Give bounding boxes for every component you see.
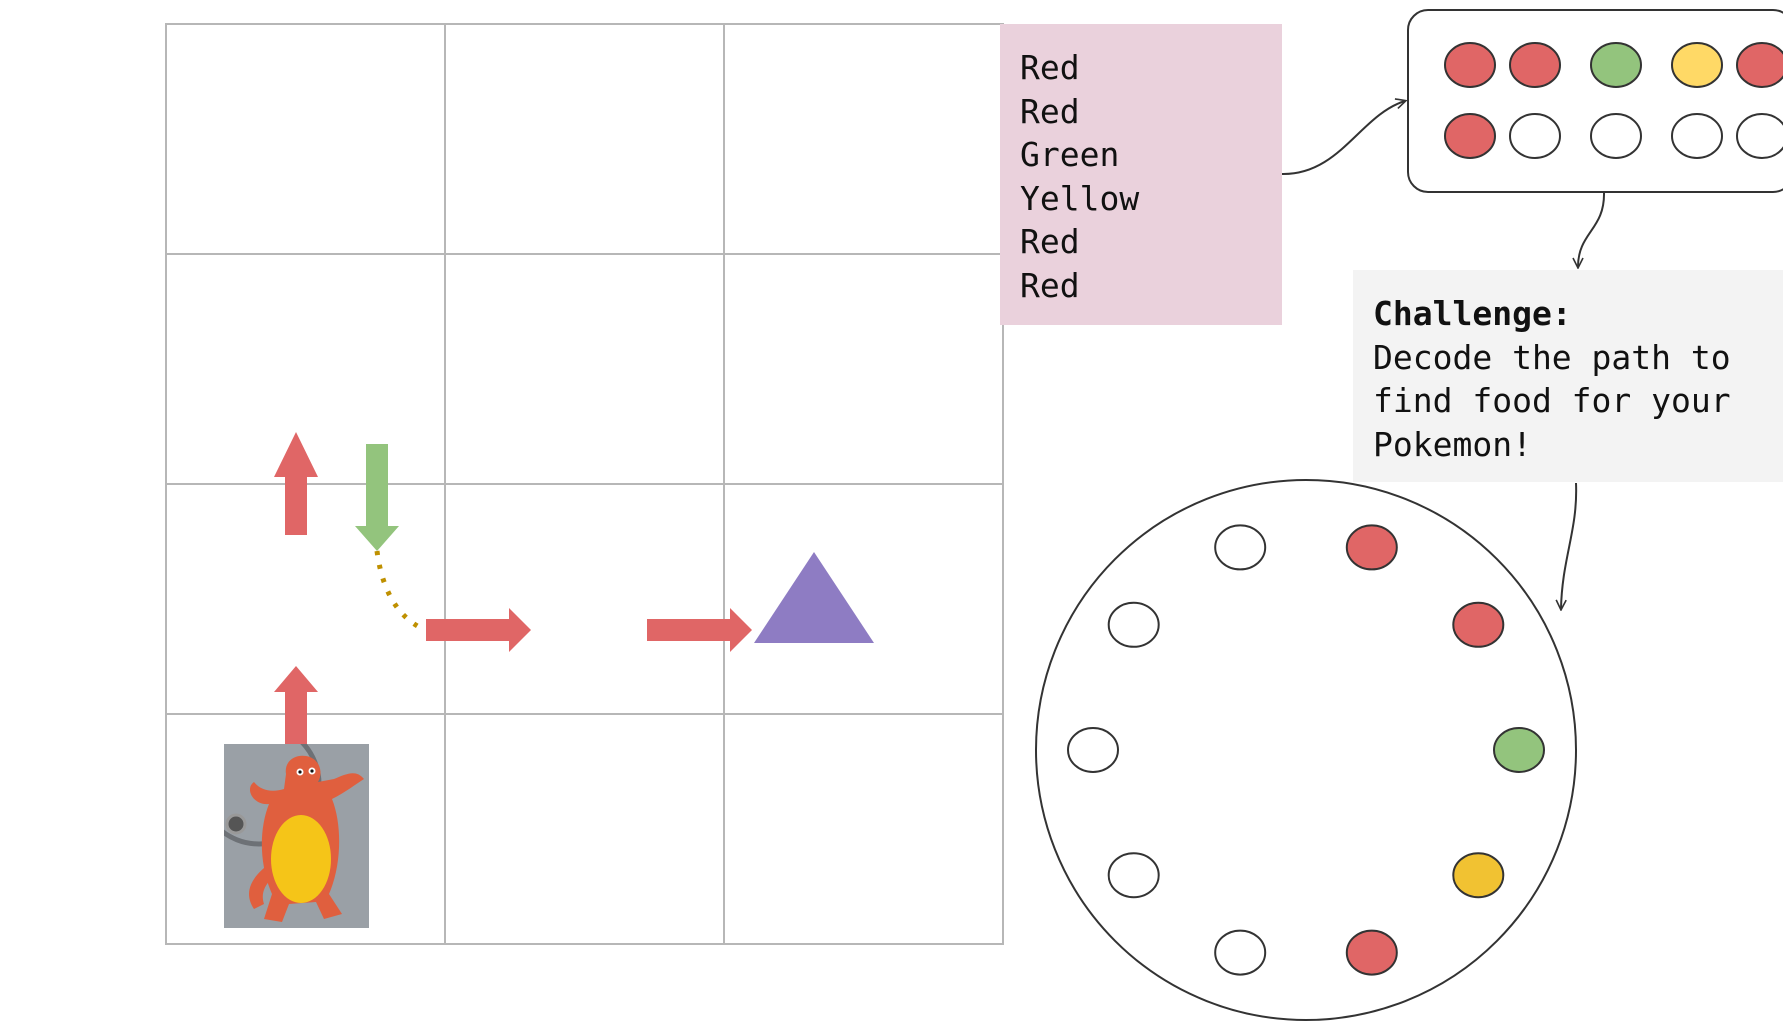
grid-cell <box>723 713 1004 945</box>
challenge-title: Challenge: <box>1373 294 1572 333</box>
sequence-item: Red <box>1020 265 1080 305</box>
grid-cell <box>444 23 725 255</box>
bead-card-beads <box>1444 42 1783 159</box>
bead-wheel <box>1035 479 1577 1021</box>
grid-cell <box>444 253 725 485</box>
bead-green <box>1493 727 1545 773</box>
bead-red <box>1345 929 1398 976</box>
empty-bead <box>1107 852 1160 899</box>
pokemon-figure-icon <box>224 744 369 928</box>
empty-bead <box>1590 113 1642 159</box>
connector-arrow <box>1578 191 1606 267</box>
bead-red <box>1736 42 1783 88</box>
bead-red <box>1444 42 1496 88</box>
sequence-item: Red <box>1020 91 1080 131</box>
grid-cell <box>444 483 725 715</box>
bead-yellow <box>1671 42 1723 88</box>
empty-bead <box>1736 113 1783 159</box>
arrow-right-icon <box>647 608 752 652</box>
bead-yellow <box>1452 852 1505 899</box>
connector-arrow <box>1281 101 1405 176</box>
board-arrows <box>274 432 752 744</box>
connector-arrow <box>1561 482 1578 609</box>
bead-red <box>1345 524 1398 571</box>
empty-bead <box>1214 929 1267 976</box>
empty-bead <box>1107 601 1160 648</box>
sequence-item: Green <box>1020 135 1120 174</box>
grid-cell <box>723 23 1004 255</box>
bead-red <box>1452 601 1505 648</box>
bead-red <box>1509 42 1561 88</box>
sequence-item: Yellow <box>1020 178 1140 218</box>
arrow-up-icon <box>274 432 318 535</box>
bead-green <box>1590 42 1642 88</box>
challenge-box: Challenge: Decode the path to find food … <box>1353 270 1783 482</box>
grid-cell <box>165 253 446 485</box>
bead-red <box>1444 113 1496 159</box>
grid-cell <box>165 23 446 255</box>
triangle-icon <box>754 552 874 643</box>
sequence-item: Red <box>1020 222 1080 261</box>
empty-bead <box>1214 524 1267 571</box>
empty-bead <box>1067 727 1119 773</box>
empty-bead <box>1671 113 1723 159</box>
grid-cell <box>723 483 1004 715</box>
empty-bead <box>1509 113 1561 159</box>
dotted-path <box>374 550 427 633</box>
arrow-up-icon <box>274 666 318 744</box>
bead-card <box>1407 9 1783 193</box>
arrow-right-icon <box>426 608 531 652</box>
arrow-down-icon <box>355 444 399 551</box>
color-sequence-panel: Red Red Green Yellow Red Red <box>1000 24 1282 325</box>
grid-cell <box>444 713 725 945</box>
sequence-item: Red <box>1020 48 1080 87</box>
grid-cell <box>723 253 1004 485</box>
challenge-text: Decode the path to find food for your Po… <box>1373 337 1731 464</box>
bead-wheel-beads <box>1067 524 1545 976</box>
